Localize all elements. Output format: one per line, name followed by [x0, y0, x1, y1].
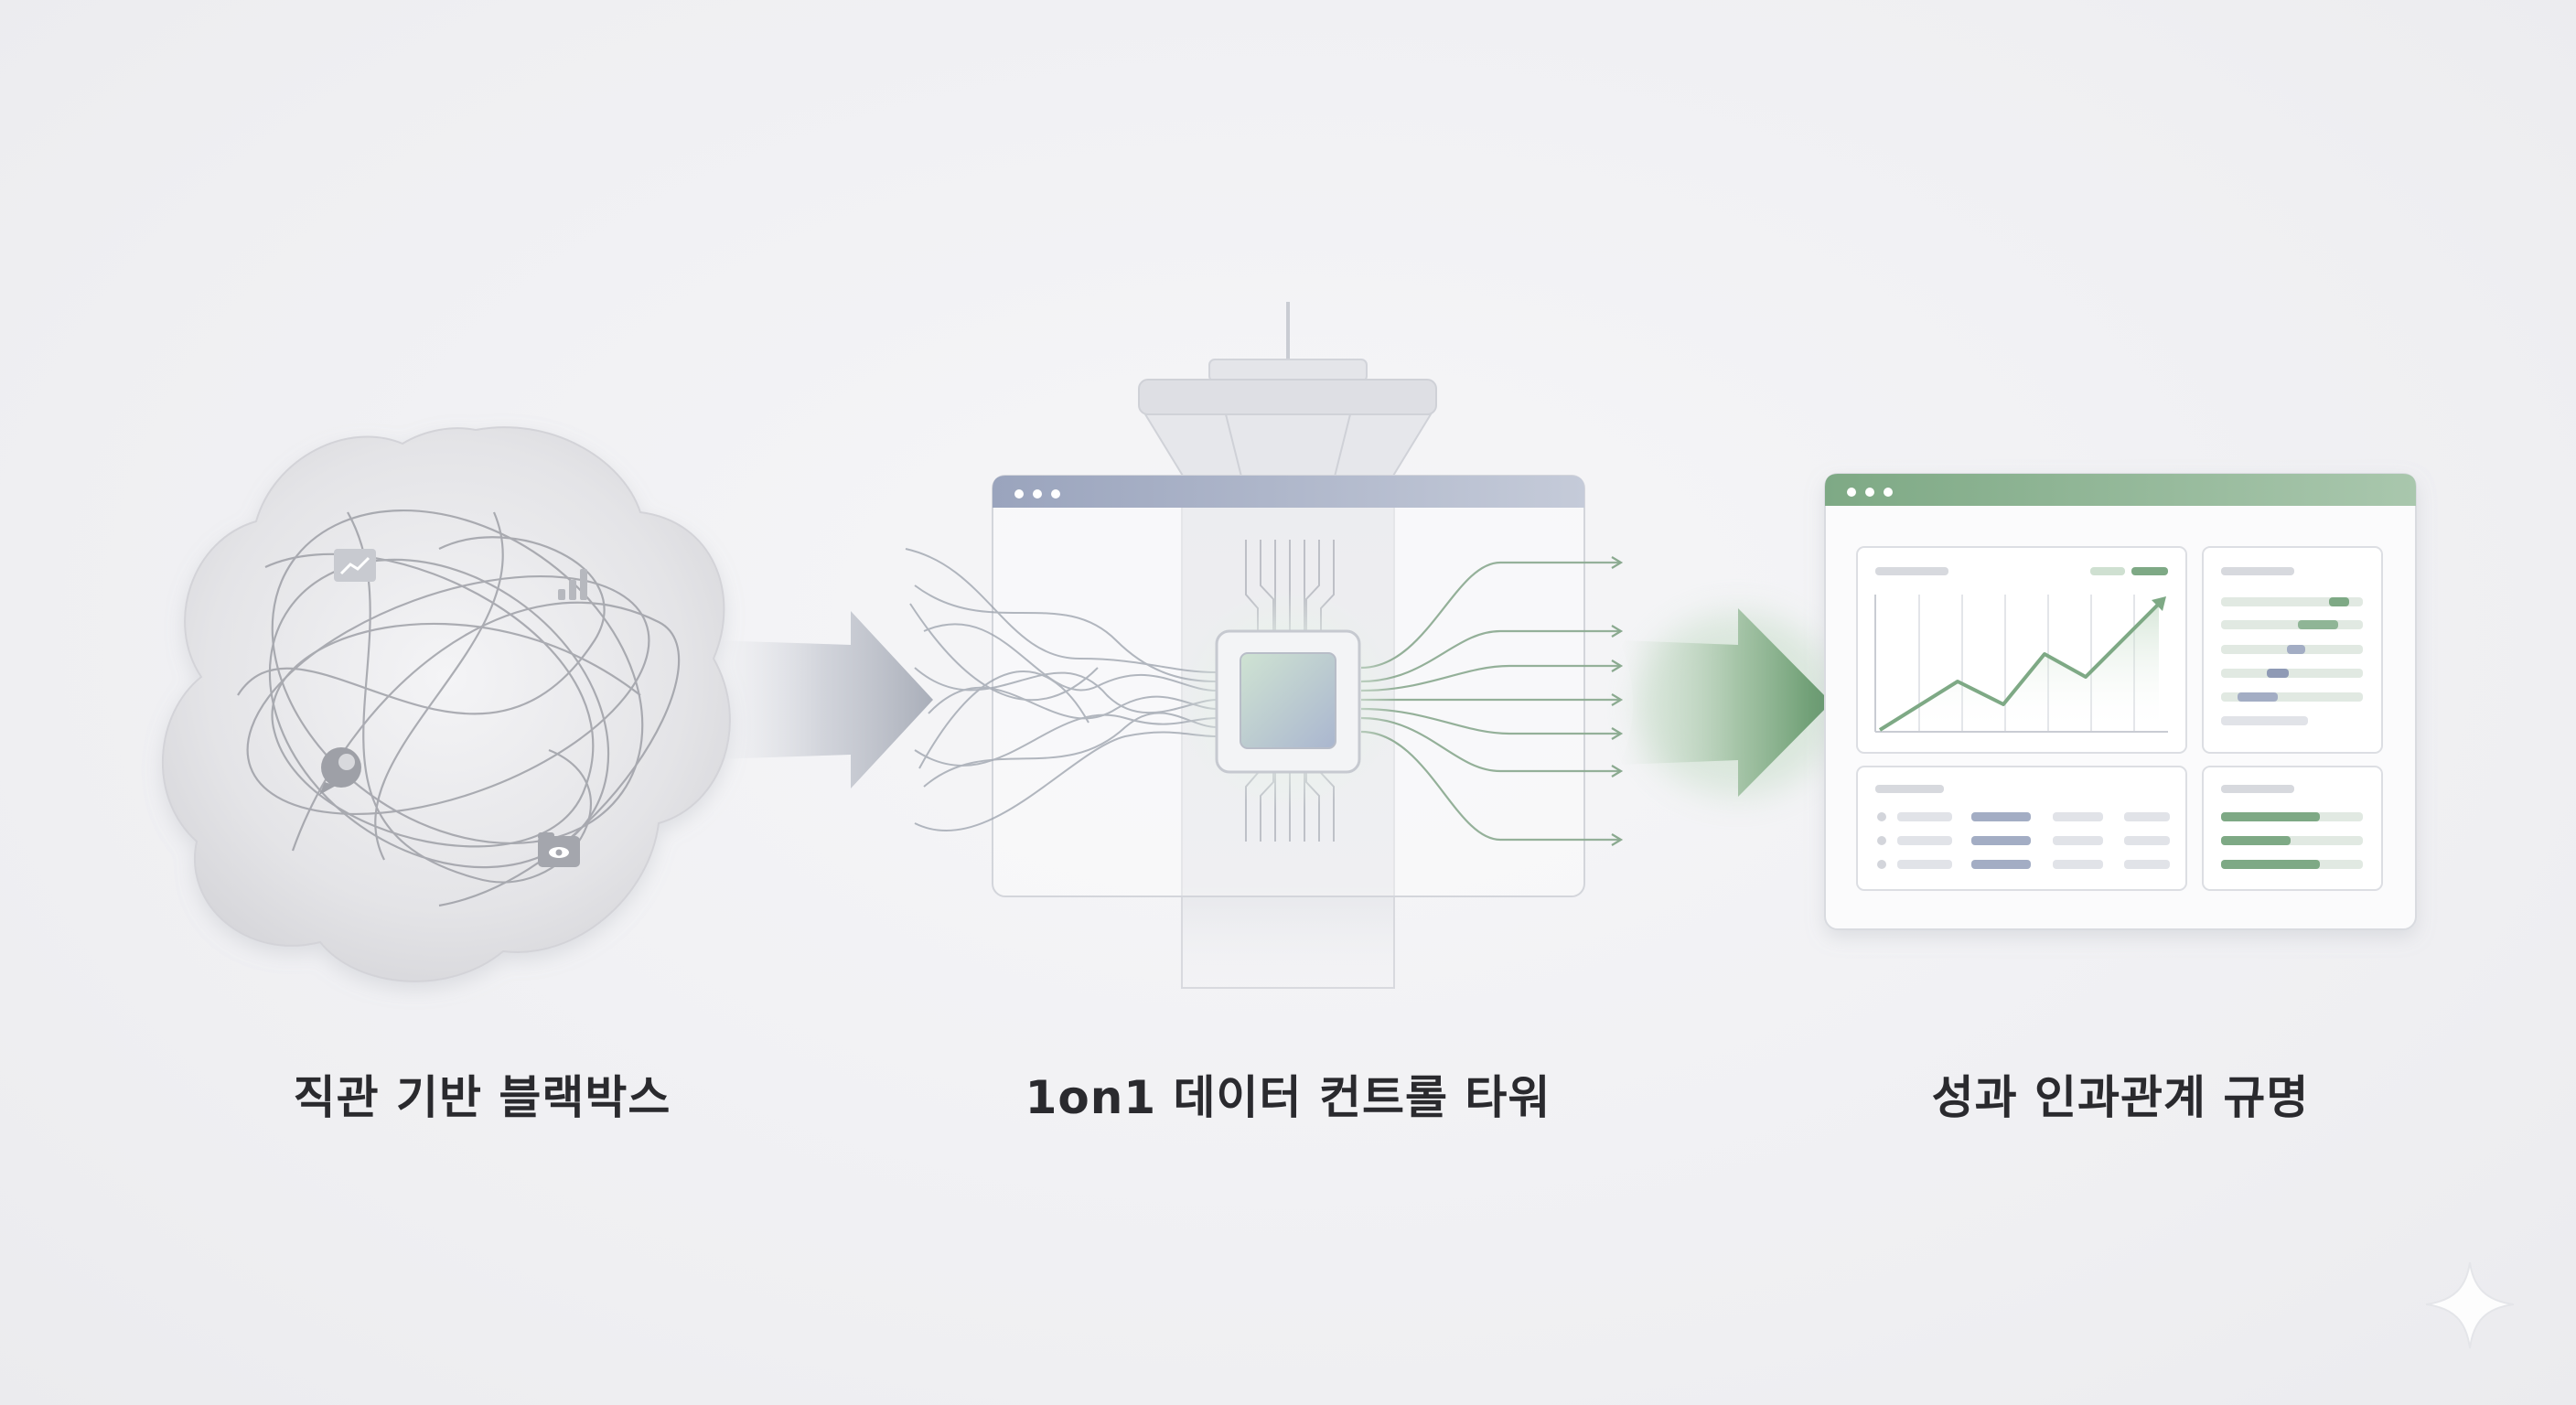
step-caption-control-tower: 1on1 데이터 컨트롤 타워 — [1025, 1071, 1551, 1124]
tower-structure — [1138, 302, 1437, 989]
window-dot — [1865, 488, 1874, 497]
outgoing-arrowheads — [1611, 556, 1624, 846]
chat-bubble-icon — [319, 747, 361, 795]
window-dot — [1014, 489, 1024, 499]
sparkle-icon — [2425, 1261, 2515, 1349]
step-caption-intuition: 직관 기반 블랙박스 — [293, 1071, 671, 1124]
trend-line-icon — [334, 549, 376, 582]
trend-chart-panel — [1856, 546, 2187, 754]
bar-chart-icon — [558, 569, 587, 600]
window-dot — [1051, 489, 1060, 499]
incoming-data-lines — [905, 548, 1218, 831]
step-caption-causality: 성과 인과관계 규명 — [1931, 1071, 2310, 1124]
green-arrow — [1619, 608, 1839, 797]
trend-line — [1878, 602, 2161, 732]
window-dot — [1847, 488, 1856, 497]
window-dot — [1033, 489, 1042, 499]
metrics-panel — [2202, 766, 2383, 891]
data-control-tower — [905, 302, 1624, 989]
processor-chip — [1178, 590, 1398, 810]
eye-folder-icon — [538, 832, 580, 867]
gray-arrow — [714, 611, 933, 788]
window-dot — [1884, 488, 1893, 497]
intuition-black-box — [162, 426, 731, 982]
cloud-shape — [162, 426, 731, 982]
data-table-panel — [1856, 766, 2187, 891]
tangled-lines — [237, 509, 681, 907]
timeline-panel — [2202, 546, 2383, 754]
